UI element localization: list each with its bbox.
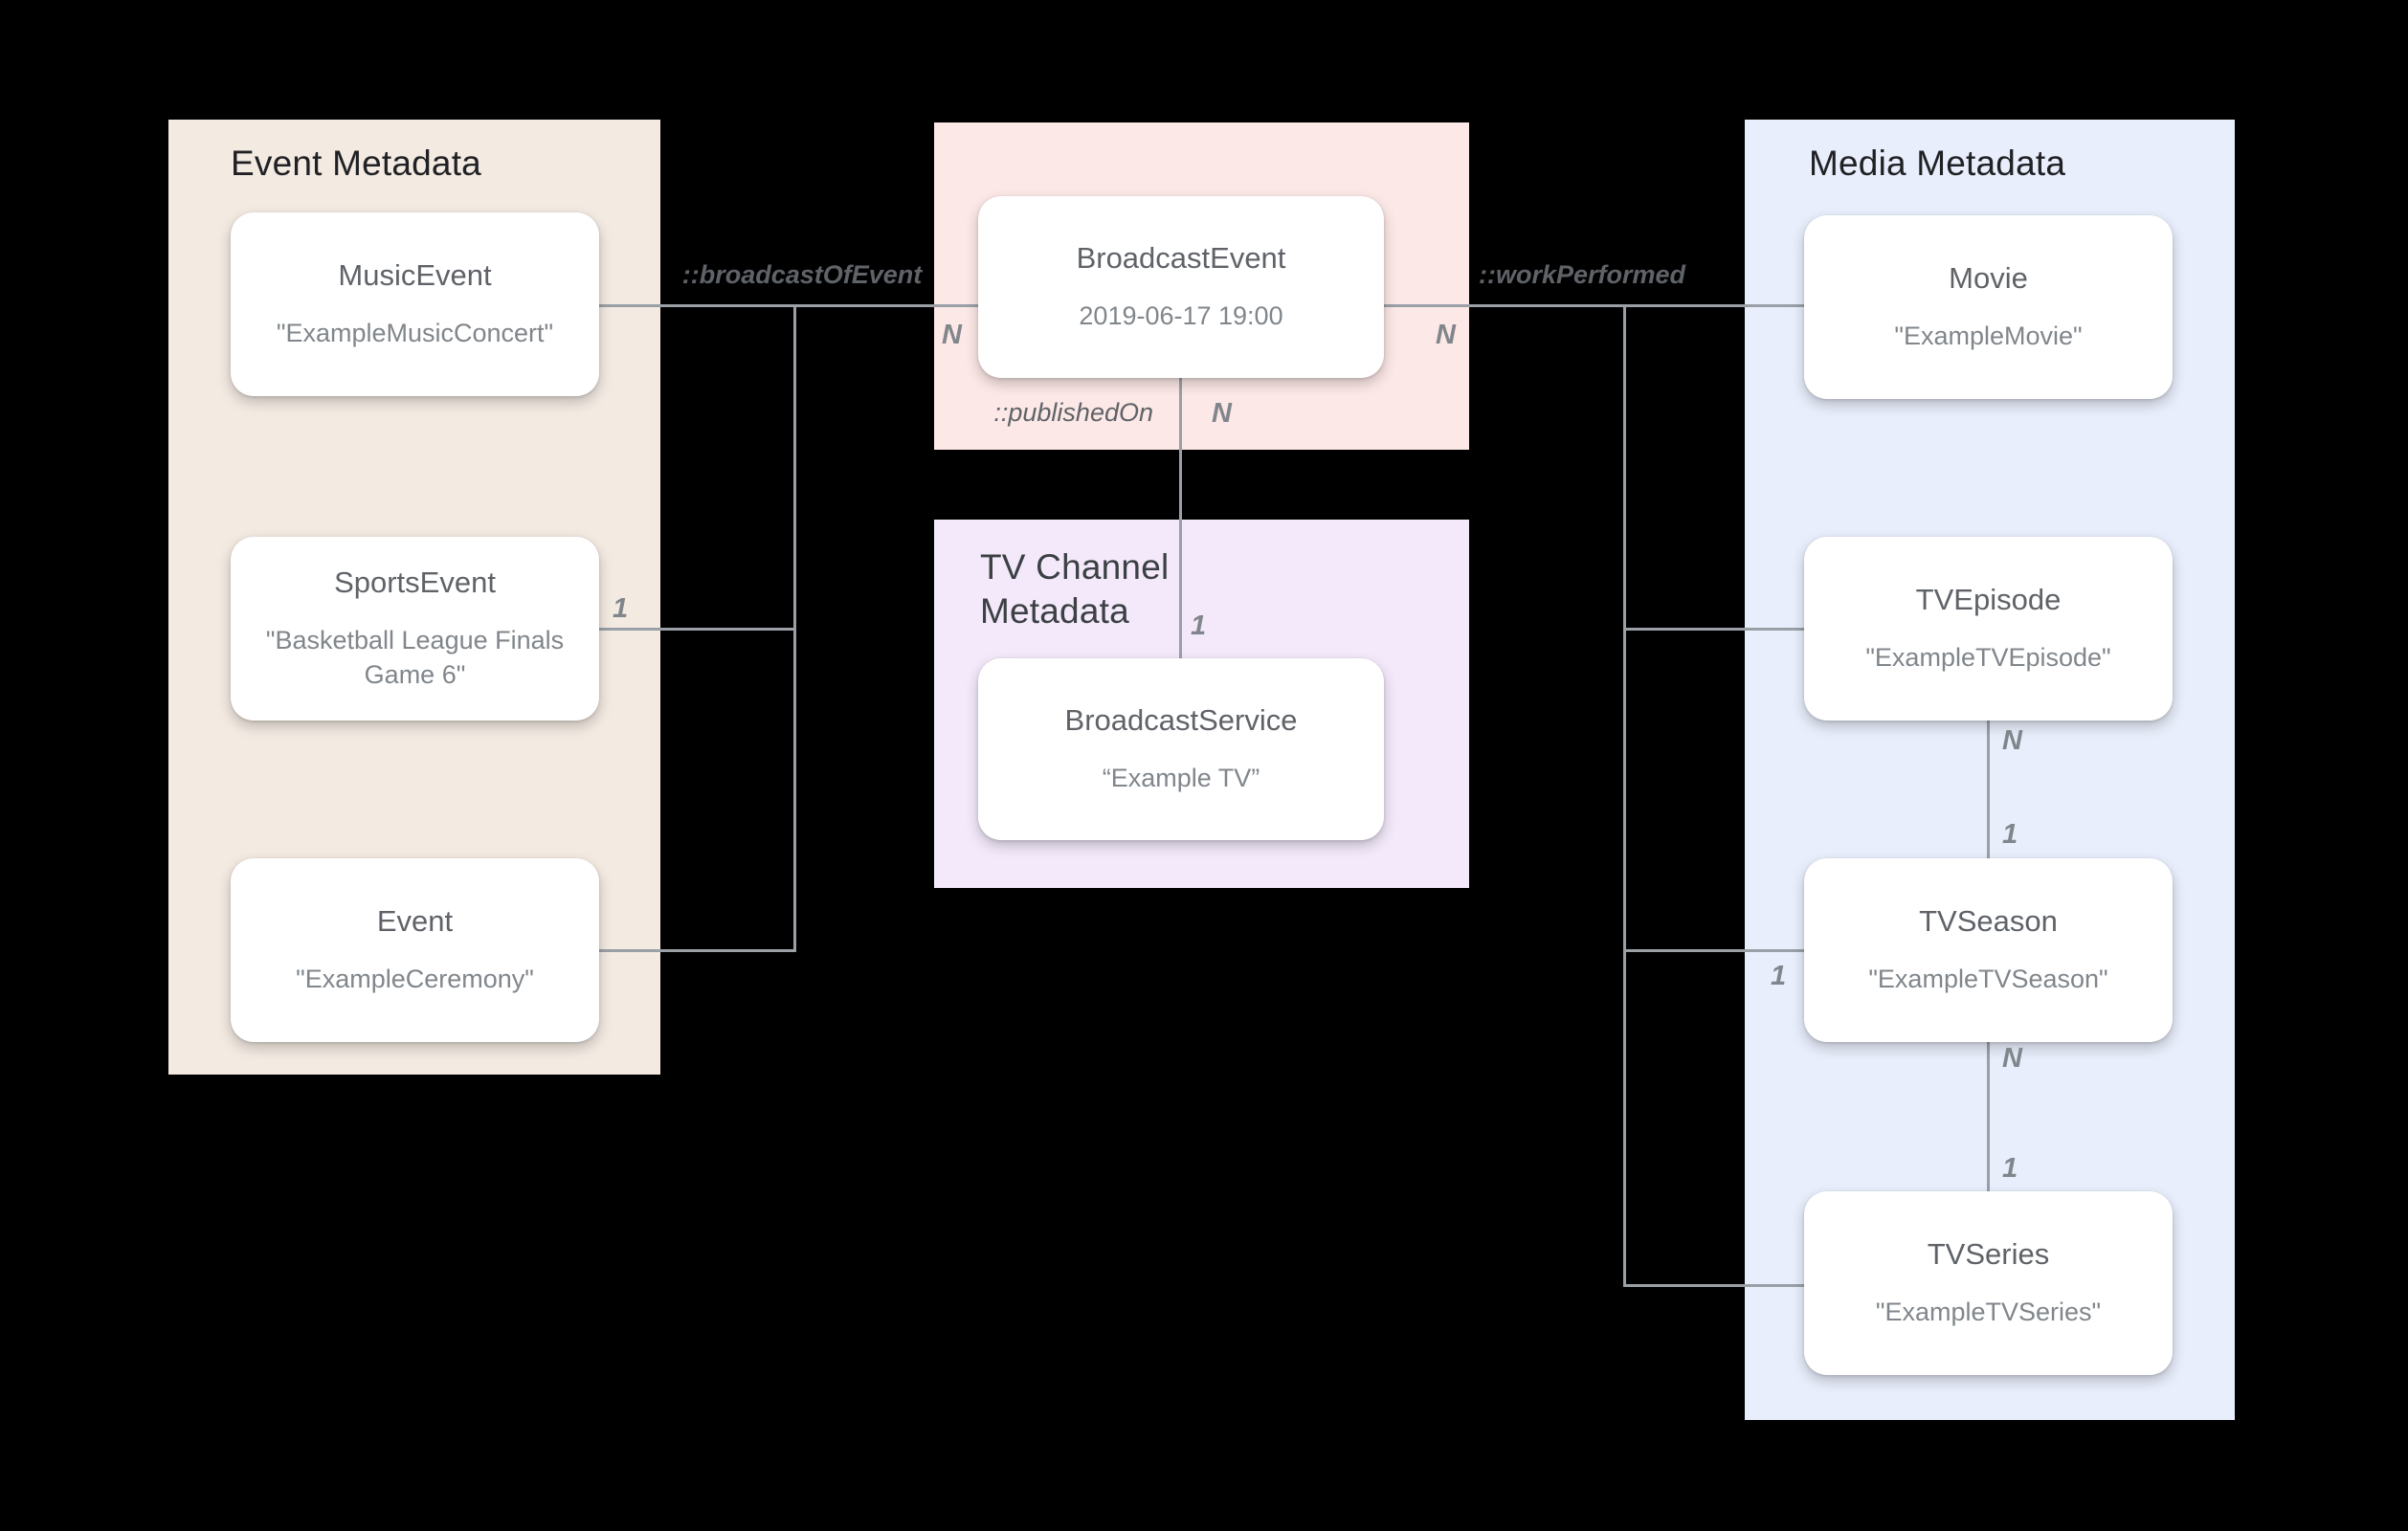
cardinality-published-on-n: N bbox=[1212, 398, 1232, 429]
node-subtitle: "ExampleMovie" bbox=[1894, 321, 2083, 350]
connector-tvseries-branch bbox=[1623, 1284, 1804, 1287]
cardinality-published-on-1: 1 bbox=[1191, 610, 1207, 641]
cardinality-episode-to-season-n: N bbox=[2002, 725, 2022, 756]
connector-event-group-trunk bbox=[793, 304, 796, 952]
cardinality-sports-event-1: 1 bbox=[613, 593, 629, 624]
node-title: Event bbox=[376, 903, 454, 938]
node-title: TVSeason bbox=[1919, 903, 2058, 938]
node-music-event: MusicEvent "ExampleMusicConcert" bbox=[231, 212, 599, 396]
node-subtitle: "ExampleCeremony" bbox=[296, 964, 534, 993]
connector-sportsevent-branch bbox=[599, 628, 794, 631]
node-broadcast-service: BroadcastService “Example TV” bbox=[978, 658, 1384, 840]
connector-event-branch bbox=[599, 949, 794, 952]
node-broadcast-event: BroadcastEvent 2019-06-17 19:00 bbox=[978, 196, 1384, 378]
node-title: BroadcastService bbox=[1064, 702, 1298, 737]
cardinality-season-to-series-n: N bbox=[2002, 1043, 2022, 1074]
cardinality-tv-season-left-1: 1 bbox=[1771, 961, 1787, 991]
node-title: MusicEvent bbox=[338, 257, 492, 292]
connector-broadcastevent-movie bbox=[1384, 304, 1804, 307]
event-metadata-title: Event Metadata bbox=[231, 144, 481, 183]
node-tv-series: TVSeries "ExampleTVSeries" bbox=[1804, 1191, 2173, 1375]
node-subtitle: "ExampleTVSeason" bbox=[1868, 964, 2108, 993]
node-title: TVSeries bbox=[1927, 1236, 2050, 1271]
node-subtitle: "ExampleTVSeries" bbox=[1875, 1297, 2102, 1326]
node-subtitle: "ExampleMusicConcert" bbox=[276, 318, 554, 347]
relation-label-work-performed: ::workPerformed bbox=[1478, 260, 1686, 289]
connector-tvepisode-branch bbox=[1623, 628, 1804, 631]
connector-tvseason-tvseries bbox=[1987, 1040, 1990, 1191]
node-subtitle: "ExampleTVEpisode" bbox=[1865, 642, 2111, 672]
connector-tvseason-branch bbox=[1623, 949, 1804, 952]
node-title: SportsEvent bbox=[334, 565, 496, 599]
node-title: BroadcastEvent bbox=[1076, 240, 1286, 275]
node-movie: Movie "ExampleMovie" bbox=[1804, 215, 2173, 399]
cardinality-work-performed-n: N bbox=[1436, 320, 1456, 350]
cardinality-season-to-series-1: 1 bbox=[2002, 1153, 2018, 1184]
node-sports-event: SportsEvent "Basketball League Finals Ga… bbox=[231, 537, 599, 721]
relation-label-broadcast-of-event: ::broadcastOfEvent bbox=[681, 260, 923, 289]
node-subtitle: “Example TV” bbox=[1102, 763, 1260, 792]
node-subtitle: 2019-06-17 19:00 bbox=[1079, 300, 1283, 330]
node-tv-season: TVSeason "ExampleTVSeason" bbox=[1804, 858, 2173, 1042]
connector-tvepisode-tvseason bbox=[1987, 721, 1990, 858]
media-metadata-title: Media Metadata bbox=[1809, 144, 2066, 183]
tv-channel-metadata-title: TV Channel Metadata bbox=[980, 547, 1170, 632]
node-event: Event "ExampleCeremony" bbox=[231, 858, 599, 1042]
connector-media-group-trunk bbox=[1623, 304, 1626, 1286]
relation-label-published-on: ::publishedOn bbox=[993, 398, 1153, 427]
node-title: TVEpisode bbox=[1915, 582, 2062, 616]
node-tv-episode: TVEpisode "ExampleTVEpisode" bbox=[1804, 537, 2173, 721]
node-subtitle: "Basketball League Finals Game 6" bbox=[265, 625, 565, 689]
node-title: Movie bbox=[1949, 260, 2028, 295]
connector-musicevent-broadcastevent bbox=[599, 304, 978, 307]
connector-broadcastevent-broadcastservice bbox=[1179, 378, 1182, 658]
cardinality-broadcast-of-event-n: N bbox=[942, 320, 962, 350]
cardinality-episode-to-season-1: 1 bbox=[2002, 819, 2018, 850]
